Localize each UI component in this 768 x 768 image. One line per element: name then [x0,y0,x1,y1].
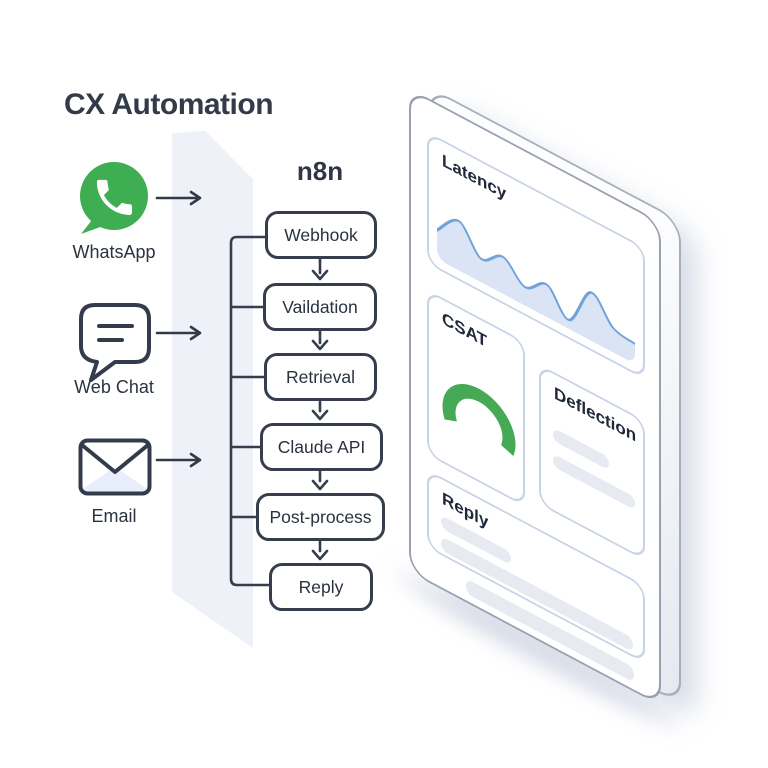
latency-chart [437,189,635,365]
flow-step-webhook: Webhook [265,211,377,259]
channel-label-webchat: Web Chat [74,377,154,397]
flow-step-post-process: Post-process [256,493,385,541]
page-title: CX Automation [64,88,274,121]
chat-bubble-icon [79,303,151,382]
csat-gauge [442,383,516,456]
arrow-down-icon [311,329,329,351]
whatsapp-icon [80,162,148,234]
arrow-down-icon [311,257,329,281]
card-csat: CSAT [427,289,525,507]
card-deflection: Deflection [539,364,645,561]
flow-step-claude-api: Claude API [260,423,383,471]
dashboard-tablet: Latency CSAT Deflection Reply [399,86,681,734]
arrow-right-icon [155,325,202,341]
channel-label-whatsapp: WhatsApp [72,242,156,262]
envelope-icon [78,438,152,496]
arrow-down-icon [311,539,329,561]
flow-step-reply: Reply [269,563,373,611]
workflow-platform-label: n8n [296,156,344,186]
connector-lines [229,235,329,587]
arrow-right-icon [155,452,202,468]
background-band [172,131,253,648]
channel-label-email: Email [91,506,137,526]
arrow-right-icon [155,190,202,206]
arrow-down-icon [311,469,329,491]
card-latency: Latency [427,131,645,380]
flow-step-retrieval: Retrieval [264,353,377,401]
arrow-down-icon [311,398,329,421]
flow-step-vaildation: Vaildation [263,283,377,331]
tablet-screen: Latency CSAT Deflection Reply [409,88,661,706]
